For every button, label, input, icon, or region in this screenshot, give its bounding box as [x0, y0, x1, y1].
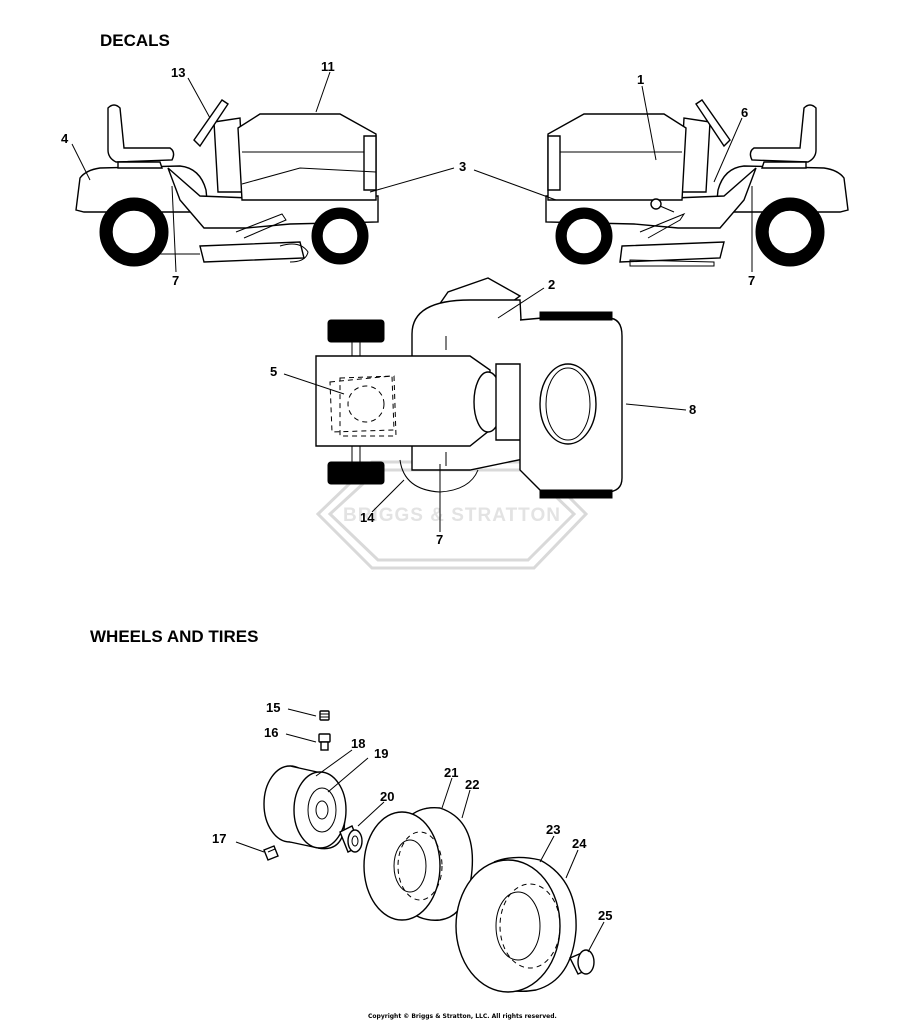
callout-20: 20 — [380, 789, 394, 804]
valve-cap — [319, 710, 330, 721]
callout-2: 2 — [548, 277, 555, 292]
watermark-text: BRIGGS & STRATTON — [343, 505, 561, 526]
callout-labels: 11 13 4 7 3 1 6 7 2 5 8 14 7 15 16 17 18… — [61, 59, 755, 923]
callout-7c: 7 — [436, 532, 443, 547]
tractor-left-side-view — [75, 99, 379, 267]
callout-21: 21 — [444, 765, 458, 780]
rear-bushing — [569, 949, 595, 975]
callout-22: 22 — [465, 777, 479, 792]
rear-tire — [455, 856, 577, 993]
callout-4: 4 — [61, 131, 69, 146]
callout-16: 16 — [264, 725, 278, 740]
callout-15: 15 — [266, 700, 280, 715]
front-tire — [363, 807, 474, 921]
callout-8: 8 — [689, 402, 696, 417]
callout-3: 3 — [459, 159, 466, 174]
callout-14: 14 — [360, 510, 375, 525]
tractor-right-side-view — [545, 99, 849, 267]
wheels-tires-exploded-view — [263, 710, 595, 993]
callout-18: 18 — [351, 736, 365, 751]
callout-23: 23 — [546, 822, 560, 837]
decals-section-title: DECALS — [100, 31, 170, 50]
wheel-rim — [263, 765, 347, 850]
leader-lines — [71, 71, 753, 953]
tractor-top-view — [315, 277, 623, 499]
callout-13: 13 — [171, 65, 185, 80]
callout-1: 1 — [637, 72, 644, 87]
callout-5: 5 — [270, 364, 277, 379]
callout-24: 24 — [572, 836, 587, 851]
callout-11: 11 — [321, 59, 335, 74]
grease-fitting — [263, 845, 279, 861]
callout-7b: 7 — [748, 273, 755, 288]
copyright-notice: Copyright © Briggs & Stratton, LLC. All … — [368, 1013, 557, 1020]
callout-7a: 7 — [172, 273, 179, 288]
callout-17: 17 — [212, 831, 226, 846]
callout-6: 6 — [741, 105, 748, 120]
wheels-tires-section-title: WHEELS AND TIRES — [90, 627, 259, 646]
callout-19: 19 — [374, 746, 388, 761]
bushing — [339, 825, 363, 853]
valve-stem — [318, 733, 331, 751]
callout-25: 25 — [598, 908, 612, 923]
